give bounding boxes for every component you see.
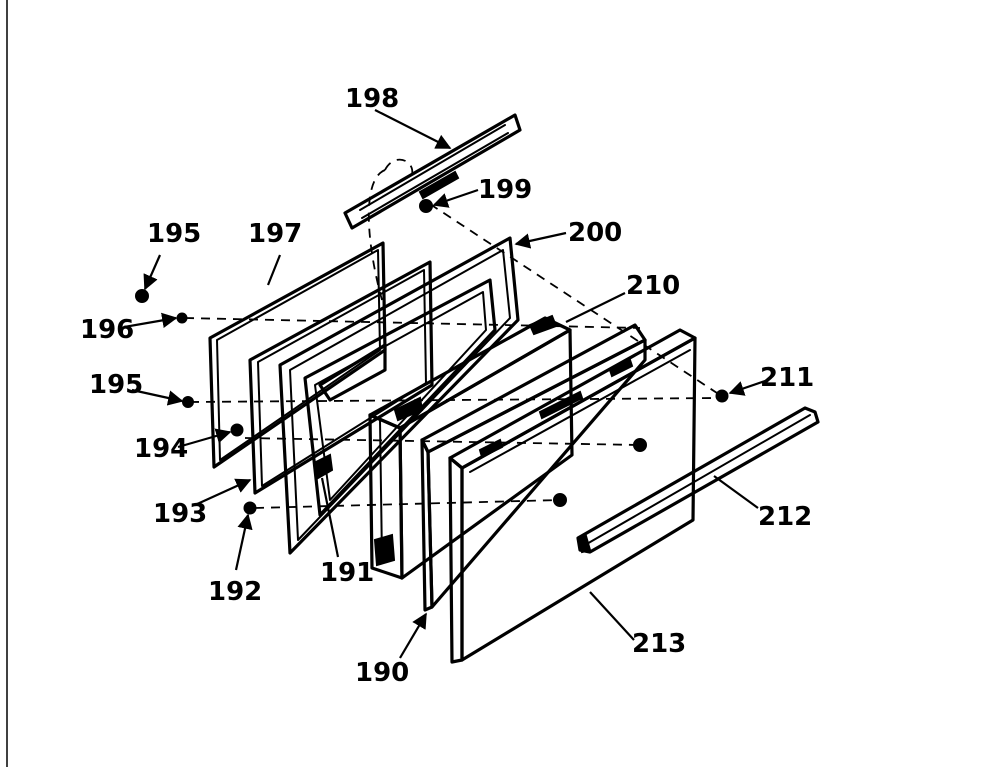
door-handle-212 [576, 406, 820, 554]
leader-lines [123, 109, 769, 659]
callout-213: 213 [632, 629, 686, 659]
callout-195-mid: 195 [89, 370, 143, 400]
callout-labels: 198 199 200 195 197 210 196 211 195 194 … [80, 84, 814, 688]
callout-191: 191 [320, 558, 374, 588]
callout-199: 199 [478, 175, 532, 205]
callout-195-top: 195 [147, 219, 201, 249]
callout-212: 212 [758, 502, 812, 532]
callout-190: 190 [355, 658, 409, 688]
door-liner-200 [278, 236, 520, 555]
callout-197: 197 [248, 219, 302, 249]
callout-192: 192 [208, 577, 262, 607]
fasteners [135, 199, 729, 515]
callout-193: 193 [153, 499, 207, 529]
callout-198: 198 [345, 84, 399, 114]
callout-194: 194 [134, 434, 188, 464]
callout-200: 200 [568, 218, 622, 248]
insulation-pack-210 [368, 314, 574, 580]
callout-211: 211 [760, 363, 814, 393]
callout-210: 210 [626, 271, 680, 301]
callout-196: 196 [80, 315, 134, 345]
outer-door-panel-213 [448, 328, 697, 664]
inner-glass-190 [420, 323, 647, 612]
vent-trim-198 [343, 113, 522, 230]
